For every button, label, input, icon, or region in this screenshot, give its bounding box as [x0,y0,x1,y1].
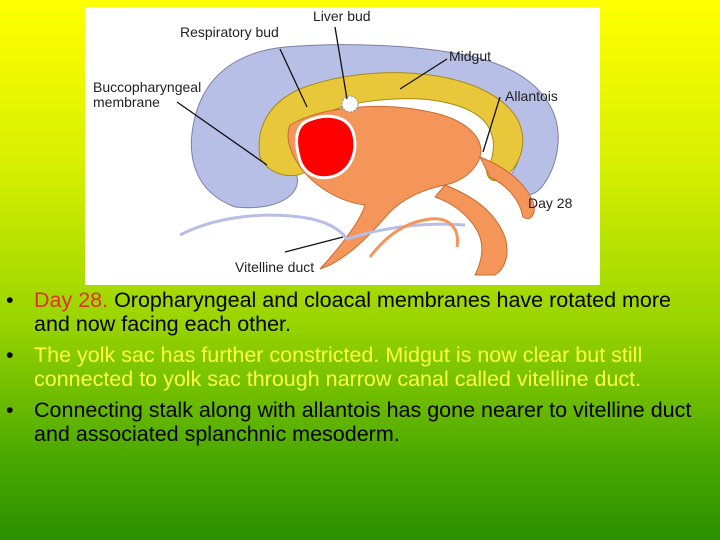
label-liver-bud: Liver bud [313,8,371,24]
bullet-item-3: • Connecting stalk along with allantois … [6,398,711,446]
bullet-marker: • [6,288,14,312]
pointer-vitelline-duct [284,236,344,253]
label-respiratory-bud: Respiratory bud [180,24,279,40]
label-buccopharyngeal-line2: membrane [93,94,160,110]
pointer-allantois [482,96,501,153]
bullet-text: The yolk sac has further constricted. Mi… [34,343,643,391]
allantois-stalk [434,184,508,276]
vitelline-membrane-left [179,213,349,240]
bullet-prefix-day: Day 28. [34,288,109,312]
label-allantois: Allantois [505,88,558,104]
bullet-marker: • [6,343,14,367]
pointer-midgut [399,58,448,90]
pointer-liver-bud [334,26,348,100]
bullet-item-2: • The yolk sac has further constricted. … [6,343,711,391]
bullet-list: • Day 28. Oropharyngeal and cloacal memb… [6,288,711,453]
bullet-marker: • [6,398,14,422]
label-buccopharyngeal-line1: Buccopharyngeal [93,79,202,95]
liver-bud-cells [341,95,359,113]
bullet-text: Oropharyngeal and cloacal membranes have… [34,288,672,336]
amnion-outer-line [368,217,460,258]
pointer-buccopharyngeal [176,101,268,166]
label-day: Day 28 [528,195,573,211]
label-midgut: Midgut [449,48,492,64]
heart-region [295,114,357,180]
bullet-text: Connecting stalk along with allantois ha… [34,398,692,446]
bullet-item-1: • Day 28. Oropharyngeal and cloacal memb… [6,288,711,336]
embryo-illustration [176,26,559,276]
pointer-respiratory-bud [279,48,308,108]
allantois-duct [478,156,535,220]
label-vitelline-duct: Vitelline duct [235,259,315,275]
embryo-diagram: Respiratory bud Liver bud Midgut Buccoph… [85,7,600,285]
